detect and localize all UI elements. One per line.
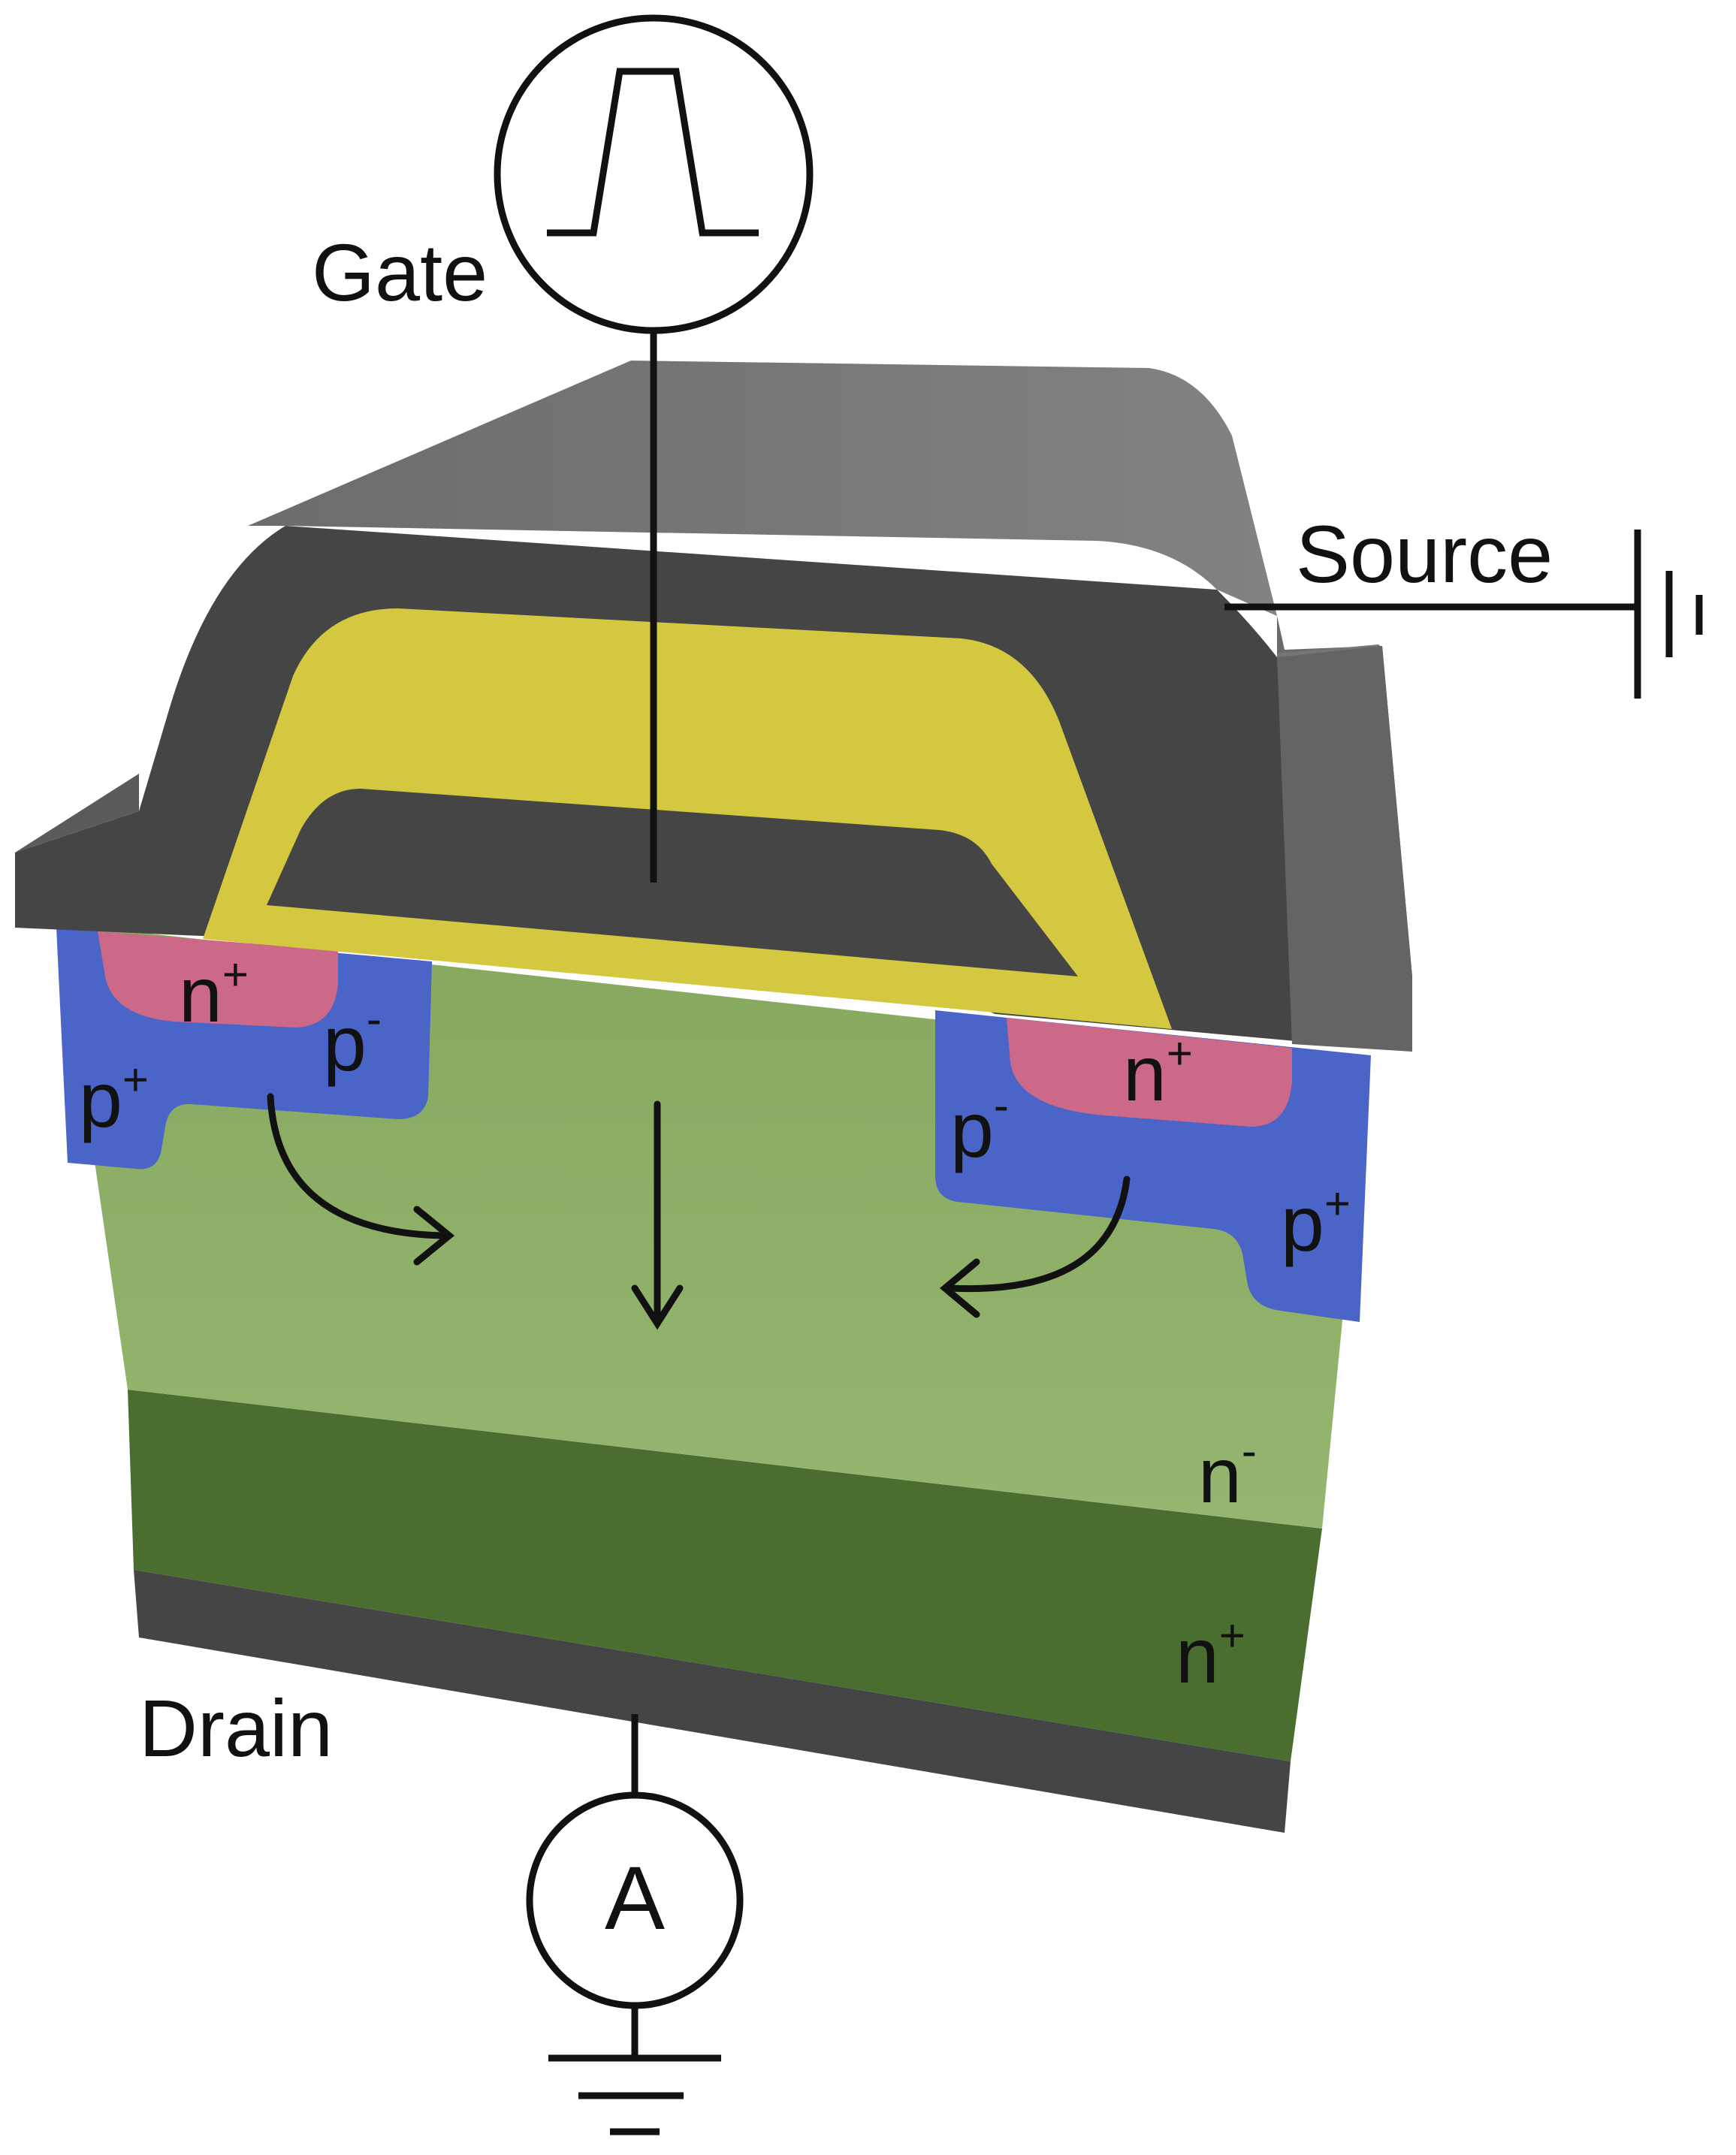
source-metal-left-ledge <box>15 774 139 853</box>
substrate-n-plus <box>128 1390 1322 1761</box>
region-label-p-plus-right: p+ <box>1281 1179 1351 1268</box>
gate-electrode <box>267 789 1078 976</box>
source-metal-right-face <box>1277 646 1412 1052</box>
pulse-waveform-icon <box>547 68 759 237</box>
current-arrow-down-head-icon <box>631 1284 684 1330</box>
region-label-p-plus-left: p+ <box>79 1055 149 1144</box>
drain-metal-layer <box>134 1570 1291 1833</box>
region-label-p-minus-left: p- <box>323 994 382 1088</box>
current-arrow-right-head-icon <box>939 1258 980 1318</box>
source-label: Source <box>1296 509 1553 599</box>
source-metal-top <box>248 361 1277 616</box>
region-label-n-plus-substrate: n+ <box>1176 1610 1245 1700</box>
pulse-source-circle <box>494 14 814 334</box>
current-arrow-left-icon <box>267 1093 447 1239</box>
ammeter-label: A <box>605 1848 665 1948</box>
region-label-n-minus-drift: n- <box>1198 1426 1257 1520</box>
region-label-n-plus-right: n+ <box>1123 1028 1193 1118</box>
region-label-p-minus-right: p- <box>950 1080 1009 1174</box>
current-arrow-left-head-icon <box>413 1206 455 1266</box>
gate-label: Gate <box>312 227 488 318</box>
drain-label: Drain <box>139 1683 333 1773</box>
n-plus-well-left <box>98 931 338 1028</box>
region-label-n-plus-left: n+ <box>179 949 249 1039</box>
current-arrow-right-icon <box>946 1176 1131 1293</box>
n-plus-well-right <box>1007 1018 1292 1127</box>
